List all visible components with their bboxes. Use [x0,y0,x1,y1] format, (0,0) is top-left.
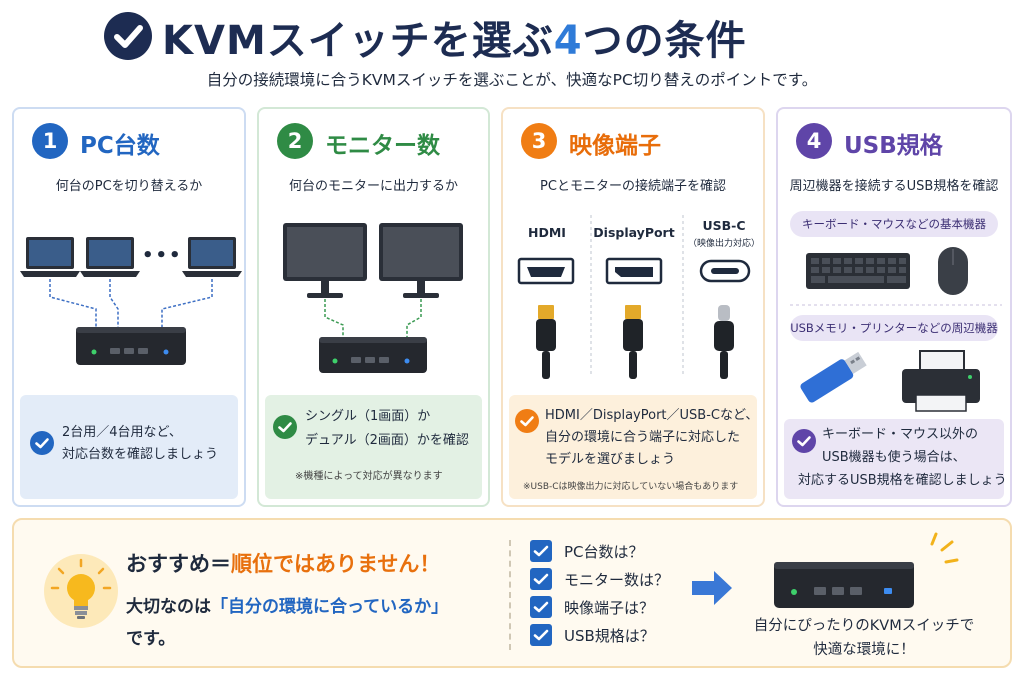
card-title: USB規格 [844,133,943,159]
step-badge-2: 2 [277,123,313,159]
step-badge-4: 4 [796,123,832,159]
ports-illustration [517,215,751,379]
note-line: キーボード・マウス以外の [822,427,979,442]
recommendation-line: 大切なのは「自分の環境に合っているか」 [126,597,449,617]
note-line: 対応台数を確認しましょう [62,447,219,462]
peripheral-devices-pill: USBメモリ・プリンターなどの周辺機器 [790,315,998,341]
page-title: KVMスイッチを選ぶ4つの条件 [162,18,747,64]
monitor-kvm-illustration [283,223,463,373]
monitor-icon [283,223,367,298]
laptop-icon [80,237,140,277]
recommendation-headline: おすすめ＝順位ではありません！ [126,552,441,576]
hdmi-cable-icon [536,305,556,379]
mouse-icon [938,247,968,295]
check-circle-icon [273,415,297,439]
pc-kvm-illustration [20,237,242,365]
recommendation-panel: おすすめ＝順位ではありません！ 大切なのは「自分の環境に合っているか」 です。 … [12,518,1012,668]
check-circle-icon [792,429,816,453]
step-badge-1: 1 [32,123,68,159]
check-circle-icon [104,12,152,60]
usb-devices-illustration [790,247,1002,412]
note-line: 対応するUSB規格を確認しましょう [798,473,1007,488]
card-monitor-count: 2 モニター数 何台のモニターに出力するか [257,107,490,507]
port-label-usbc: USB-C [702,218,746,233]
port-sublabel-usbc: （映像出力対応） [687,239,760,249]
card-pc-count: 1 PC台数 何台のPCを切り替えるか [12,107,246,507]
checkbox-checked-icon [530,596,552,618]
final-message: 自分にぴったりのKVMスイッチで 快適な環境に！ [753,618,975,658]
card-description: PCとモニターの接続端子を確認 [540,179,726,194]
lightbulb-icon [44,554,118,628]
note-line: 2台用／4台用など、 [62,425,182,440]
basic-devices-pill: キーボード・マウスなどの基本機器 [790,211,998,237]
card-note: 2台用／4台用など、 対応台数を確認しましょう [20,395,238,499]
checkbox-checked-icon [530,540,552,562]
note-footnote: ※USB-Cは映像出力に対応していない場合もあります [523,482,739,492]
card-description: 何台のPCを切り替えるか [55,179,203,194]
port-label-hdmi: HDMI [528,225,566,240]
header: KVMスイッチを選ぶ4つの条件 自分の接続環境に合うKVMスイッチを選ぶことが、… [0,0,1024,100]
step-badge-3: 3 [521,123,557,159]
card-title: PC台数 [80,133,160,159]
note-line: シングル（1画面）か [305,409,431,424]
displayport-port-icon [605,257,663,285]
card-description: 何台のモニターに出力するか [288,179,458,194]
laptop-icon [20,237,80,277]
checkbox-checked-icon [530,568,552,590]
note-line: モデルを選びましょう [545,452,676,467]
kvm-switch-icon [319,337,427,373]
card-note: HDMI／DisplayPort／USB-Cなど、 自分の環境に合う端子に対応し… [509,395,759,499]
note-line: HDMI／DisplayPort／USB-Cなど、 [545,408,759,423]
page-subtitle: 自分の接続環境に合うKVMスイッチを選ぶことが、快適なPC切り替えのポイントです… [206,71,818,89]
monitor-icon [379,223,463,298]
keyboard-icon [806,253,910,289]
note-line: USB機器も使う場合は、 [822,450,966,465]
kvm-switch-icon [76,327,186,365]
note-line: デュアル（2画面）かを確認 [305,433,469,448]
arrow-right-icon [692,571,732,605]
laptop-icon [182,237,242,277]
card-video-ports: 3 映像端子 PCとモニターの接続端子を確認 HDMI DisplayPort … [501,107,765,507]
recommendation-line: です。 [126,629,176,649]
checkbox-checked-icon [530,624,552,646]
card-title: モニター数 [325,133,440,159]
divider [509,540,511,650]
card-usb-standard: 4 USB規格 周辺機器を接続するUSB規格を確認 キーボード・マウスなどの基本… [776,107,1012,507]
port-label-displayport: DisplayPort [593,225,675,240]
kvm-switch-icon [774,532,959,608]
note-footnote: ※機種によって対応が異なります [295,471,443,482]
usb-memory-icon [800,351,867,403]
note-line: 自分の環境に合う端子に対応した [545,430,741,445]
card-note: シングル（1画面）か デュアル（2画面）かを確認 ※機種によって対応が異なります [265,395,482,499]
check-circle-icon [515,409,539,433]
card-description: 周辺機器を接続するUSB規格を確認 [789,179,999,194]
hdmi-port-icon [517,257,575,285]
more-dots: ••• [142,245,183,266]
card-title: 映像端子 [569,133,661,159]
displayport-cable-icon [623,305,643,379]
usbc-port-icon [699,259,751,283]
printer-icon [902,350,980,412]
card-note: キーボード・マウス以外の USB機器も使う場合は、 対応するUSB規格を確認しま… [784,419,1007,499]
usbc-cable-icon [714,305,734,379]
check-circle-icon [30,431,54,455]
